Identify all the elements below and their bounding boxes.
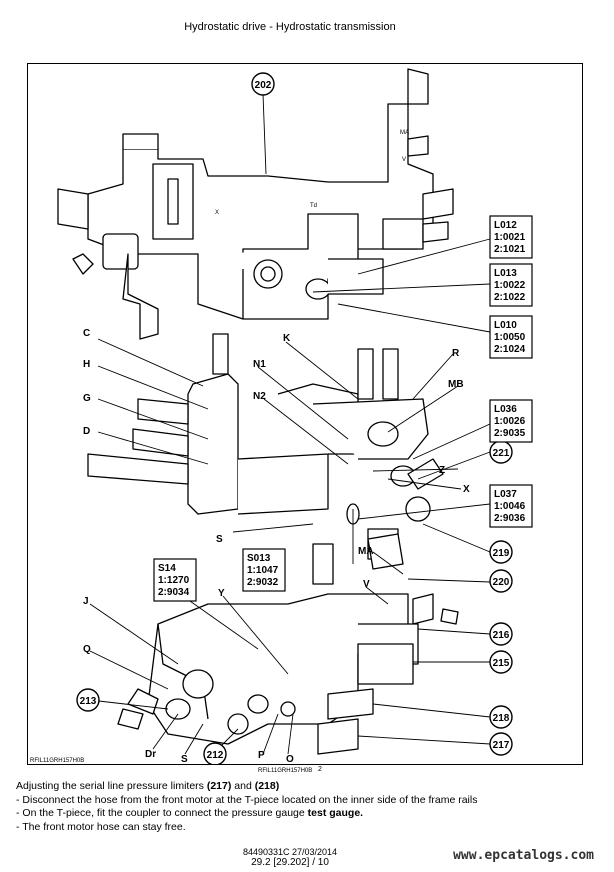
label-q: Q (83, 644, 91, 655)
label-g: G (83, 393, 91, 404)
figure-number: 2 (318, 766, 322, 773)
label-d: D (83, 426, 90, 437)
label-k: K (283, 333, 291, 344)
svg-text:2:9036: 2:9036 (494, 513, 526, 524)
svg-text:S14: S14 (158, 563, 176, 574)
label-x: X (463, 484, 470, 495)
svg-text:1:1047: 1:1047 (247, 565, 279, 576)
hydraulic-valve-illustration: 202 221 219 220 216 215 218 217 213 212 … (30, 68, 533, 765)
svg-text:2:1024: 2:1024 (494, 344, 526, 355)
watermark: www.epcatalogs.com (453, 848, 594, 863)
svg-text:L010: L010 (494, 320, 517, 331)
code-box-s14: S14 1:1270 2:9034 (153, 558, 197, 602)
svg-text:1:0050: 1:0050 (494, 332, 526, 343)
letter-labels: C H G D K N1 N2 R MB Z X S MA V J Q Y Dr… (83, 328, 470, 765)
procedure-heading: Adjusting the serial line pressure limit… (16, 780, 280, 792)
callout-221: 221 (493, 448, 510, 459)
label-s-low: S (181, 754, 188, 765)
code-box-l037: L037 1:0046 2:9036 (489, 484, 533, 528)
svg-text:1:0026: 1:0026 (494, 416, 526, 427)
code-boxes: L012 1:0021 2:1021 L013 1:0022 2:1022 L0… (153, 215, 533, 602)
label-r: R (452, 348, 460, 359)
callout-220: 220 (493, 577, 510, 588)
page-title: Hydrostatic drive - Hydrostatic transmis… (184, 21, 396, 33)
svg-text:1:1270: 1:1270 (158, 575, 190, 586)
procedure-step-2: - On the T-piece, fit the coupler to con… (16, 807, 364, 819)
code-box-l010: L010 1:0050 2:1024 (489, 315, 533, 359)
label-n2: N2 (253, 391, 266, 402)
footer-page-number: 29.2 [29.202] / 10 (251, 857, 329, 868)
svg-text:1:0046: 1:0046 (494, 501, 526, 512)
callout-215: 215 (493, 658, 510, 669)
svg-text:2:1022: 2:1022 (494, 292, 526, 303)
svg-text:2:9034: 2:9034 (158, 587, 190, 598)
callout-217: 217 (493, 740, 510, 751)
marking-v: V (402, 157, 406, 163)
code-box-l036: L036 1:0026 2:9035 (489, 399, 533, 443)
label-j: J (83, 596, 89, 607)
callout-218: 218 (493, 713, 510, 724)
label-o: O (286, 754, 294, 765)
part-markings: MA V X Td (215, 130, 409, 216)
svg-text:L013: L013 (494, 268, 517, 279)
figure-code: RFIL11GRH157H0B (30, 758, 84, 764)
svg-text:S013: S013 (247, 553, 271, 564)
label-p: P (258, 750, 265, 761)
svg-text:L036: L036 (494, 404, 517, 415)
svg-text:L012: L012 (494, 220, 517, 231)
callout-216: 216 (493, 630, 510, 641)
label-dr: Dr (145, 749, 156, 760)
label-c: C (83, 328, 90, 339)
label-v: V (363, 579, 370, 590)
exploded-diagram: 202 221 219 220 216 215 218 217 213 212 … (27, 63, 583, 765)
svg-text:1:0021: 1:0021 (494, 232, 526, 243)
label-s-mid: S (216, 534, 223, 545)
procedure-step-1: - Disconnect the hose from the front mot… (16, 793, 478, 806)
procedure-step-3: - The front motor hose can stay free. (16, 820, 186, 833)
marking-td: Td (310, 203, 317, 209)
figure-code-caption: RFIL11GRH157H0B (258, 768, 313, 774)
label-ma: MA (358, 546, 374, 557)
svg-text:1:0022: 1:0022 (494, 280, 526, 291)
label-mb: MB (448, 379, 464, 390)
marking-x: X (215, 210, 219, 216)
code-box-l012: L012 1:0021 2:1021 (489, 215, 533, 259)
svg-text:2:9032: 2:9032 (247, 577, 279, 588)
footer-document-id: 84490331C 27/03/2014 (242, 847, 338, 857)
callout-212: 212 (207, 750, 224, 761)
svg-text:2:1021: 2:1021 (494, 244, 526, 255)
label-y: Y (218, 588, 225, 599)
svg-text:2:9035: 2:9035 (494, 428, 526, 439)
label-h: H (83, 359, 90, 370)
callout-circles: 202 221 219 220 216 215 218 217 213 212 (76, 72, 513, 764)
callout-202: 202 (255, 80, 272, 91)
svg-text:L037: L037 (494, 489, 517, 500)
code-box-s013: S013 1:1047 2:9032 (242, 548, 286, 592)
callout-213: 213 (80, 696, 97, 707)
procedure-text: Adjusting the serial line pressure limit… (16, 780, 586, 834)
callout-219: 219 (493, 548, 510, 559)
label-n1: N1 (253, 359, 266, 370)
code-box-l013: L013 1:0022 2:1022 (489, 263, 533, 307)
label-z: Z (439, 465, 445, 476)
marking-ma: MA (400, 130, 409, 136)
